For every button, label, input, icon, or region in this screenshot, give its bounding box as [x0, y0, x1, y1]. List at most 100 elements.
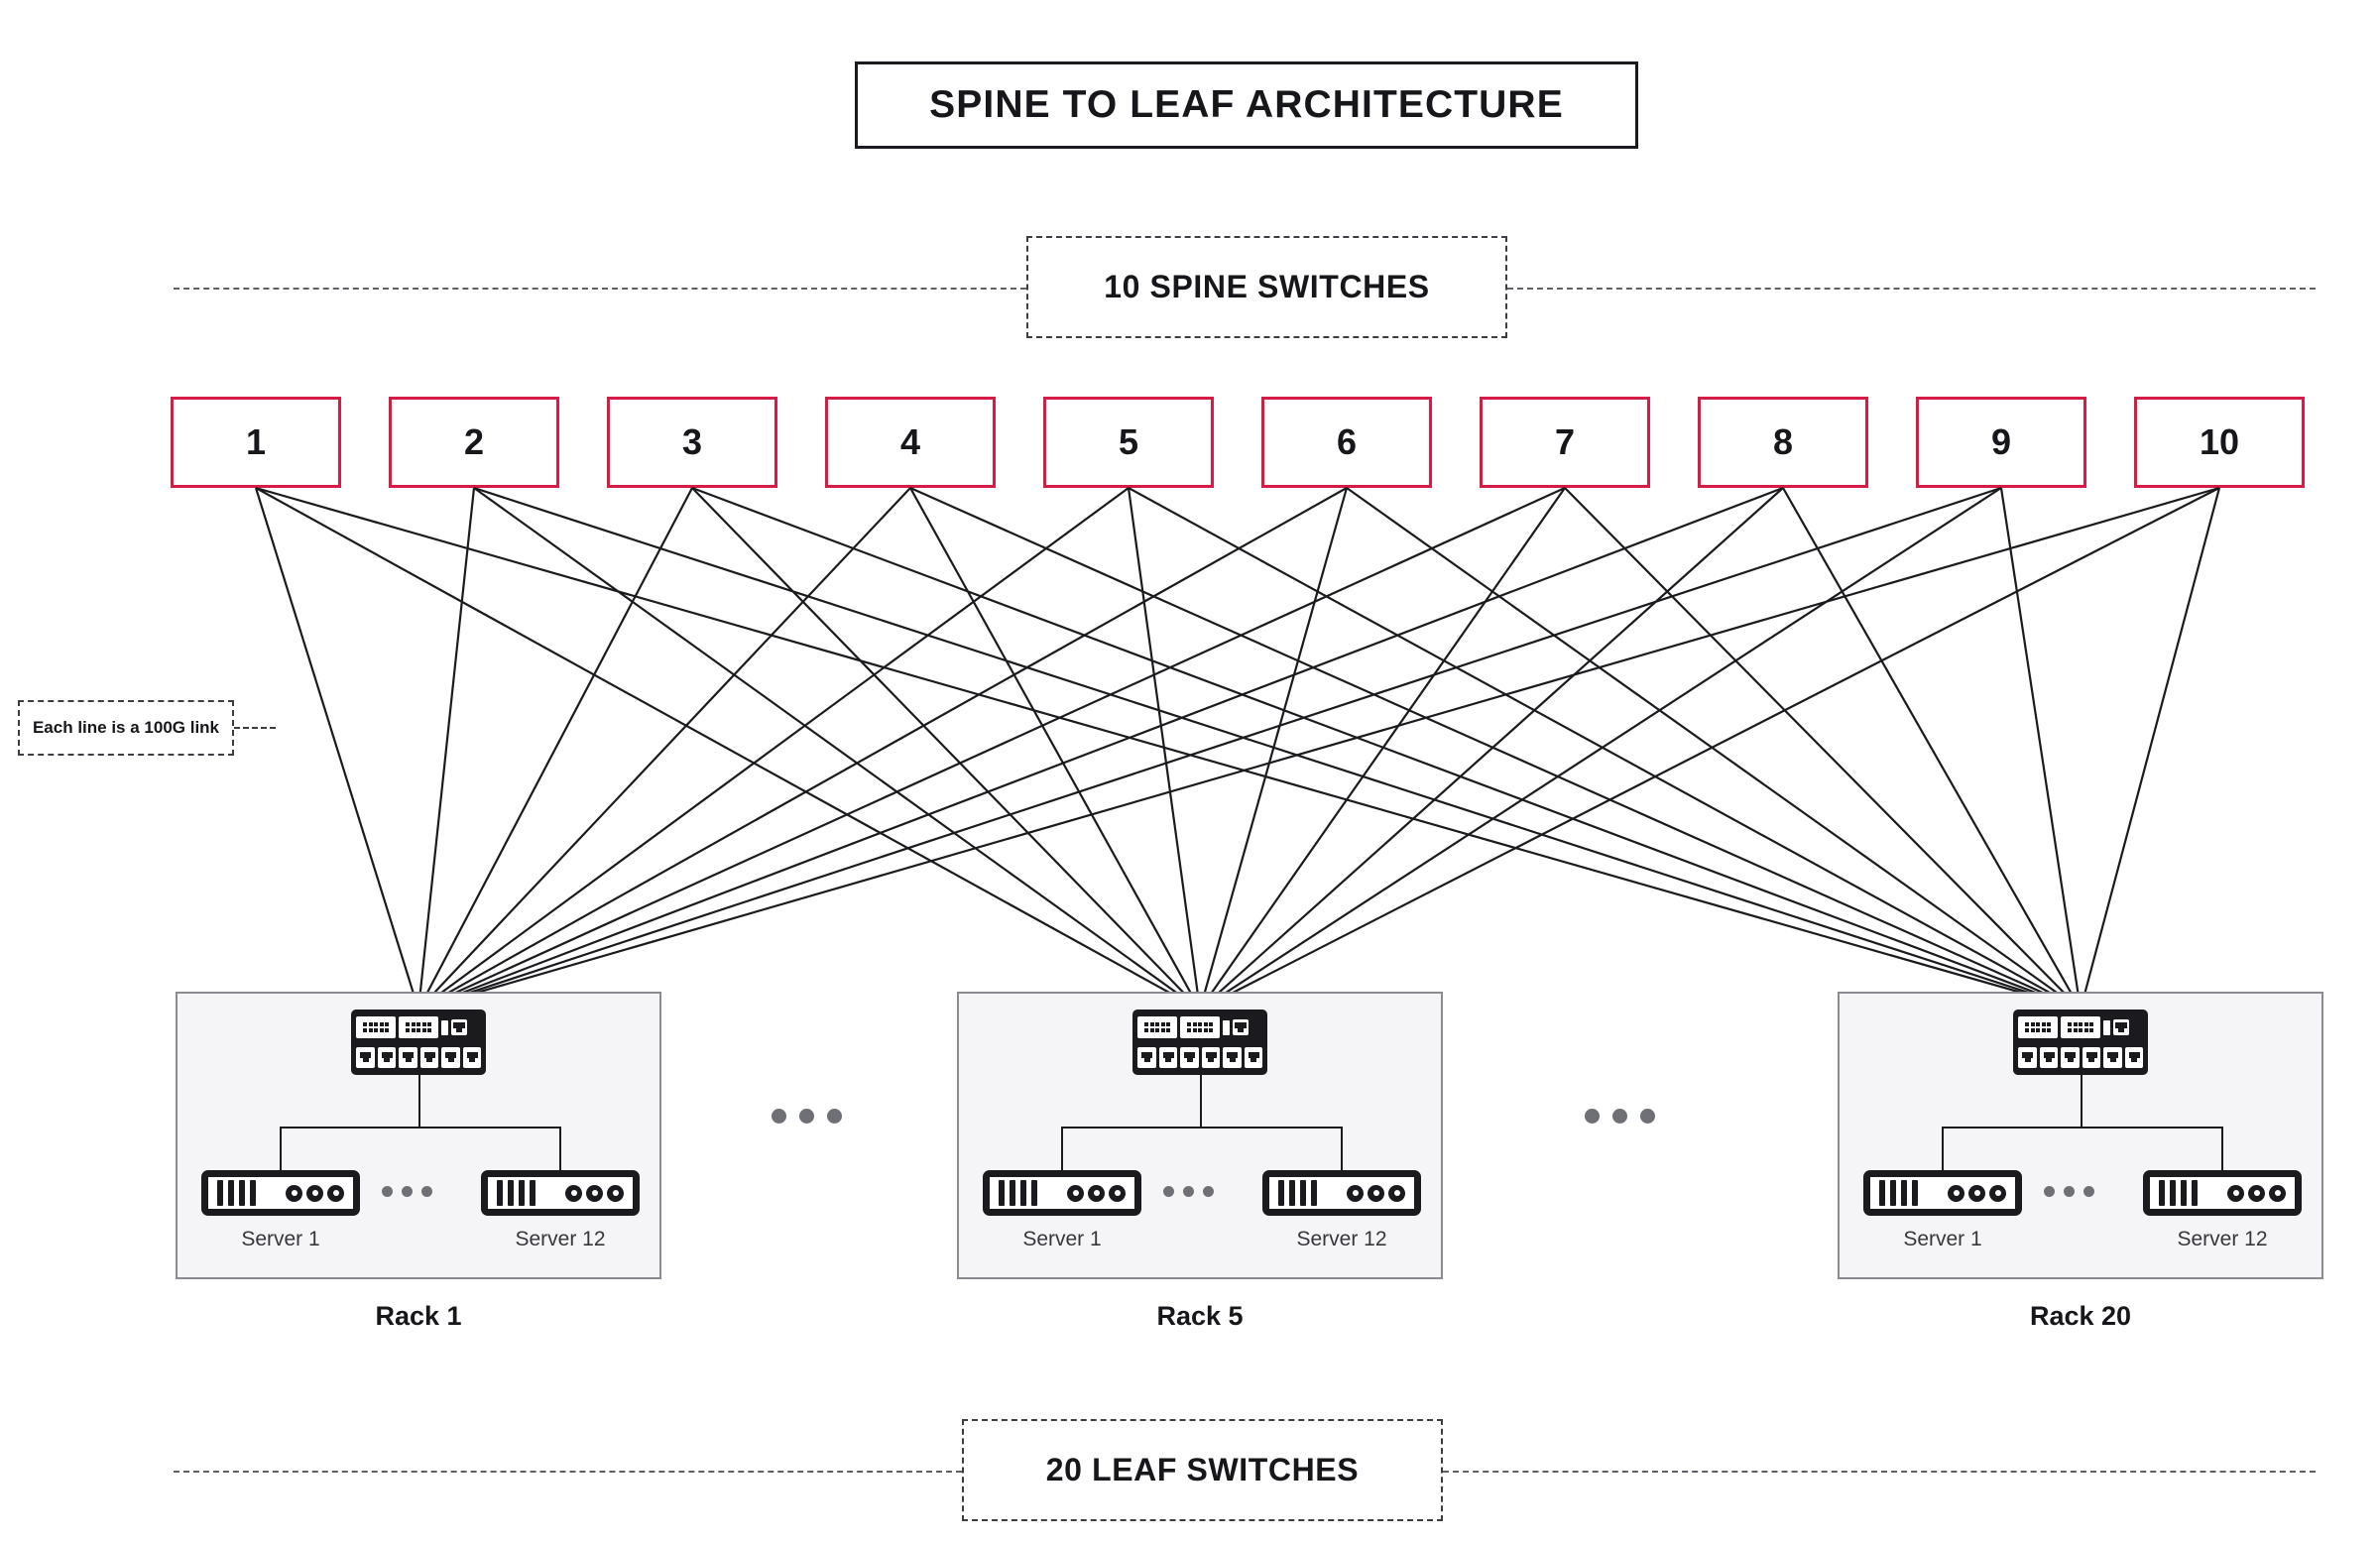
switch-port-block [2061, 1016, 2100, 1038]
rack-label: Rack 20 [2029, 1301, 2132, 1331]
spine-band-label: 10 SPINE SWITCHES [1026, 236, 1507, 338]
switch-jack-icon [1223, 1046, 1242, 1068]
ellipsis-icon [382, 1186, 432, 1197]
switch-jack-icon [462, 1046, 481, 1068]
switch-downlink-bus [1942, 1127, 2221, 1129]
server-icon[interactable] [1863, 1170, 2022, 1216]
server-icon[interactable] [481, 1170, 640, 1216]
ellipsis-icon-racks-1-5 [772, 1109, 842, 1124]
ellipsis-icon [1163, 1186, 1214, 1197]
switch-jack-icon [1244, 1046, 1262, 1068]
switch-downlink-trunk [418, 1075, 420, 1127]
spine-switch-label: 1 [245, 421, 267, 462]
server-bays-icon [2159, 1180, 2198, 1206]
spine-switch-label: 5 [1118, 421, 1139, 462]
rack-label: Rack 1 [375, 1301, 462, 1331]
server-knobs-icon [1067, 1184, 1126, 1202]
ellipsis-icon [2044, 1186, 2094, 1197]
spine-switch-label: 4 [899, 421, 921, 462]
switch-jack-icon [1180, 1046, 1199, 1068]
switch-jack-icon [2124, 1046, 2143, 1068]
switch-jack-icon [2082, 1046, 2100, 1068]
spine-switch-8[interactable]: 8 [1698, 397, 1868, 488]
server-label: Server 12 [1296, 1228, 1387, 1250]
network-switch-icon[interactable] [1132, 1010, 1267, 1075]
rack-container-20[interactable]: Server 1 Server 12 [1838, 992, 2323, 1279]
rack-container-1[interactable]: Server 1 Server 12 [176, 992, 661, 1279]
server-knobs-icon [286, 1184, 344, 1202]
spine-switch-label: 7 [1554, 421, 1576, 462]
spine-switch-6[interactable]: 6 [1261, 397, 1432, 488]
link-note-leader [234, 727, 276, 729]
switch-downlink-bus [280, 1127, 559, 1129]
switch-uplink-icon [451, 1019, 467, 1035]
switch-indicator-icon [1223, 1019, 1230, 1035]
switch-jack-icon [1158, 1046, 1177, 1068]
server-drop-line [1341, 1127, 1343, 1172]
server-label: Server 12 [515, 1228, 606, 1250]
diagram-title: SPINE TO LEAF ARCHITECTURE [855, 61, 1638, 149]
switch-downlink-trunk [2081, 1075, 2082, 1127]
server-bays-icon [1278, 1180, 1317, 1206]
switch-indicator-icon [441, 1019, 448, 1035]
spine-switch-7[interactable]: 7 [1480, 397, 1650, 488]
diagram-title-text: SPINE TO LEAF ARCHITECTURE [929, 83, 1564, 126]
switch-jack-icon [441, 1046, 460, 1068]
spine-switch-label: 9 [1990, 421, 2012, 462]
leaf-band-line-right [1443, 1471, 2316, 1473]
leaf-band-label: 20 LEAF SWITCHES [962, 1419, 1443, 1521]
server-drop-line [280, 1127, 282, 1172]
spine-switch-label: 6 [1336, 421, 1358, 462]
server-icon[interactable] [1262, 1170, 1421, 1216]
switch-uplink-icon [1233, 1019, 1249, 1035]
server-drop-line [1061, 1127, 1063, 1172]
switch-indicator-icon [2103, 1019, 2110, 1035]
switch-jack-icon [1137, 1046, 1156, 1068]
spine-switch-5[interactable]: 5 [1043, 397, 1214, 488]
server-icon[interactable] [201, 1170, 360, 1216]
network-switch-icon[interactable] [351, 1010, 486, 1075]
server-knobs-icon [2227, 1184, 2286, 1202]
spine-switch-9[interactable]: 9 [1916, 397, 2086, 488]
switch-port-block [1180, 1016, 1220, 1038]
spine-band-label-text: 10 SPINE SWITCHES [1104, 269, 1430, 304]
server-icon[interactable] [2143, 1170, 2302, 1216]
server-drop-line [1942, 1127, 1944, 1172]
server-label: Server 1 [241, 1228, 320, 1250]
switch-port-block [1137, 1016, 1177, 1038]
server-label: Server 1 [1022, 1228, 1102, 1250]
rack-label: Rack 5 [1156, 1301, 1244, 1331]
spine-switch-label: 10 [2199, 421, 2240, 462]
server-label: Server 1 [1903, 1228, 1982, 1250]
rack-container-5[interactable]: Server 1 Server 12 [957, 992, 1443, 1279]
ellipsis-icon-racks-5-20 [1585, 1109, 1655, 1124]
spine-switch-4[interactable]: 4 [825, 397, 996, 488]
spine-switch-label: 2 [463, 421, 485, 462]
network-switch-icon[interactable] [2013, 1010, 2148, 1075]
server-drop-line [559, 1127, 561, 1172]
server-bays-icon [217, 1180, 256, 1206]
spine-switch-2[interactable]: 2 [389, 397, 559, 488]
server-drop-line [2221, 1127, 2223, 1172]
spine-switch-10[interactable]: 10 [2134, 397, 2305, 488]
spine-switch-label: 8 [1772, 421, 1794, 462]
link-note-text: Each line is a 100G link [32, 718, 220, 737]
switch-jack-icon [2103, 1046, 2122, 1068]
switch-downlink-trunk [1200, 1075, 1202, 1127]
server-knobs-icon [1948, 1184, 2006, 1202]
server-label: Server 12 [2177, 1228, 2268, 1250]
switch-port-block [2018, 1016, 2058, 1038]
switch-jack-icon [356, 1046, 375, 1068]
spine-switch-1[interactable]: 1 [171, 397, 341, 488]
switch-downlink-bus [1061, 1127, 1341, 1129]
server-bays-icon [1879, 1180, 1918, 1206]
spine-switch-3[interactable]: 3 [607, 397, 777, 488]
server-icon[interactable] [983, 1170, 1141, 1216]
server-knobs-icon [1347, 1184, 1405, 1202]
spine-band-line-left [174, 288, 1026, 290]
link-note: Each line is a 100G link [18, 700, 234, 756]
leaf-band-label-text: 20 LEAF SWITCHES [1045, 1452, 1360, 1487]
switch-jack-icon [2039, 1046, 2058, 1068]
server-bays-icon [497, 1180, 536, 1206]
